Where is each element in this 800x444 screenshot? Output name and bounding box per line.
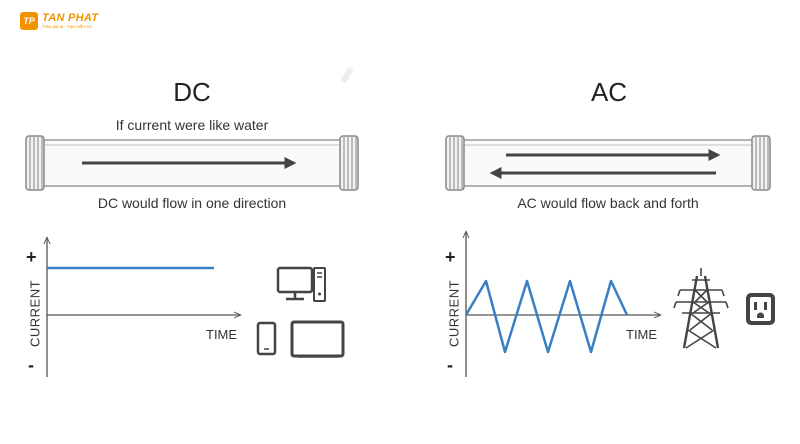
dc-caption-bottom: DC would flow in one direction xyxy=(97,195,287,211)
ac-title: AC xyxy=(590,77,628,107)
ac-caption-bottom: AC would flow back and forth xyxy=(517,195,699,211)
ac-pipe-left-threads xyxy=(445,135,465,191)
smartphone-icon xyxy=(256,321,277,356)
television-icon xyxy=(290,320,345,358)
desktop-computer-icon xyxy=(276,266,326,302)
dc-plus-sign: + xyxy=(26,247,37,267)
logo-tagline: Trao giá trị - Tạo niềm tin xyxy=(42,23,93,29)
dc-caption-top: If current were like water xyxy=(115,117,269,133)
dc-graph xyxy=(47,238,240,377)
dc-pipe-left-threads xyxy=(25,135,45,191)
power-tower-icon xyxy=(673,268,729,349)
ac-minus-sign: - xyxy=(447,355,453,375)
wall-outlet-icon xyxy=(746,293,775,325)
ac-x-axis-label: TIME xyxy=(626,327,658,342)
dc-pipe xyxy=(25,135,359,191)
logo-name: TAN PHAT xyxy=(42,11,99,24)
ac-current-wave xyxy=(464,279,629,354)
brand-logo: TP TAN PHAT Trao giá trị - Tạo niềm tin xyxy=(20,12,98,30)
ac-graph xyxy=(466,232,660,377)
dc-pipe-right-threads xyxy=(339,135,359,191)
dc-x-axis-label: TIME xyxy=(206,327,238,342)
ac-pipe xyxy=(445,135,771,191)
logo-mark: TP xyxy=(20,12,38,30)
background-mark xyxy=(340,66,354,84)
ac-pipe-right-threads xyxy=(751,135,771,191)
dc-title: DC xyxy=(173,77,211,107)
ac-plus-sign: + xyxy=(445,247,456,267)
dc-minus-sign: - xyxy=(28,355,34,375)
